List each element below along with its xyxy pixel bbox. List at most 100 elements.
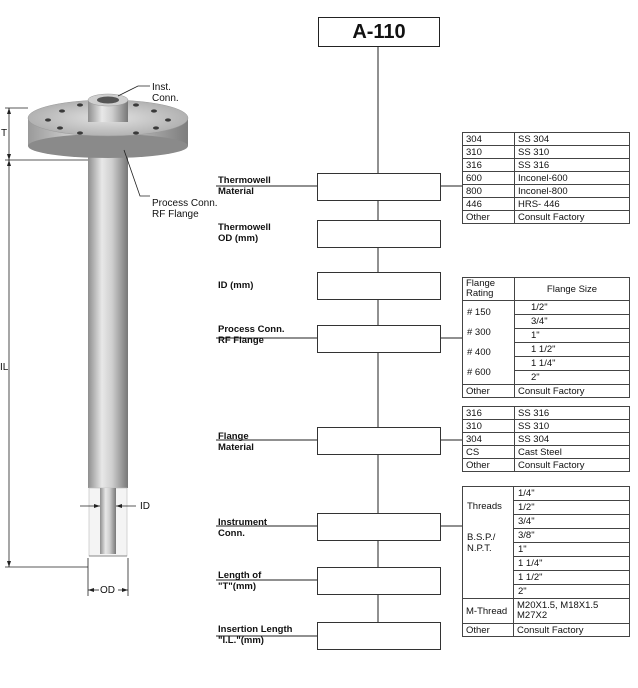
fm-code: 304: [462, 432, 515, 446]
tm-code: Other: [462, 210, 515, 224]
inst-conn-label: Inst. Conn.: [152, 82, 179, 104]
code-box-id: [317, 272, 441, 300]
thread-size: 2": [518, 586, 527, 597]
fm-desc: SS 316: [514, 406, 630, 420]
tm-code: 316: [462, 158, 515, 172]
dim-il-label: IL: [0, 362, 9, 373]
flange-other-row: Other Consult Factory: [462, 384, 630, 398]
flange-rating: # 150: [467, 307, 491, 318]
threads-row: Threads B.S.P./ N.P.T. 1/4"1/2"3/4"3/8"1…: [462, 486, 630, 599]
flange-rating: # 400: [467, 347, 491, 358]
label-id: ID (mm): [218, 280, 254, 291]
mthread-row: M-Thread M20X1.5, M18X1.5 M27X2: [462, 598, 630, 624]
flange-body-row: # 150# 300# 400# 600 1/2"3/4"1"1 1/2"1 1…: [462, 300, 630, 385]
thread-sizes-cell: 1/4"1/2"3/4"3/8"1"1 1/4"1 1/2"2": [513, 486, 630, 599]
flange-size-table: Flange Rating Flange Size # 150# 300# 40…: [462, 277, 630, 398]
flange-other-code: Other: [462, 384, 515, 398]
tm-desc: SS 304: [514, 132, 630, 146]
instrument-conn-table: Threads B.S.P./ N.P.T. 1/4"1/2"3/4"3/8"1…: [462, 486, 630, 637]
flange-size: 1 1/4": [515, 357, 629, 371]
flange-size: 3/4": [515, 315, 629, 329]
fm-desc: SS 310: [514, 419, 630, 433]
process-conn-label: Process Conn. RF Flange: [152, 198, 218, 220]
fm-code: CS: [462, 445, 515, 459]
thread-size: 1/2": [514, 501, 629, 515]
flange-other-desc: Consult Factory: [514, 384, 630, 398]
thread-size: 1 1/4": [514, 557, 629, 571]
threads-cell: Threads B.S.P./ N.P.T.: [462, 486, 514, 599]
code-box-flange-material: [317, 427, 441, 455]
flange-sizes-cell: 1/2"3/4"1"1 1/2"1 1/4"2": [514, 300, 630, 385]
flange-size: 1 1/2": [515, 343, 629, 357]
tm-desc: HRS- 446: [514, 197, 630, 211]
label-flange-material: Flange Material: [218, 431, 254, 453]
label-length-t: Length of "T"(mm): [218, 570, 262, 592]
code-box-thermowell-material: [317, 173, 441, 201]
thermowell-stem: [88, 140, 128, 488]
fm-desc: Consult Factory: [514, 458, 630, 472]
flange-header-row: Flange Rating Flange Size: [462, 277, 630, 301]
label-instrument-conn: Instrument Conn.: [218, 517, 268, 539]
tm-code: 304: [462, 132, 515, 146]
label-insertion-length: Insertion Length "I.L."(mm): [218, 624, 293, 646]
tm-desc: Consult Factory: [514, 210, 630, 224]
code-box-insertion-length: [317, 622, 441, 650]
dim-t-label: T: [1, 128, 8, 139]
fm-code: 310: [462, 419, 515, 433]
flange-size-header: Flange Size: [514, 277, 630, 301]
tm-code: 446: [462, 197, 515, 211]
fm-desc: Cast Steel: [514, 445, 630, 459]
code-box-thermowell-od: [317, 220, 441, 248]
label-thermowell-od: Thermowell OD (mm): [218, 222, 271, 244]
flange-ratings-cell: # 150# 300# 400# 600: [462, 300, 515, 385]
tm-code: 600: [462, 171, 515, 185]
fm-code: 316: [462, 406, 515, 420]
flange-rating: # 600: [467, 367, 491, 378]
tm-code: 800: [462, 184, 515, 198]
thread-size: 1 1/2": [514, 571, 629, 585]
mthread-code: M-Thread: [462, 598, 514, 624]
tm-code: 310: [462, 145, 515, 159]
fm-desc: SS 304: [514, 432, 630, 446]
instrument-other-row: Other Consult Factory: [462, 623, 630, 637]
code-box-instrument-conn: [317, 513, 441, 541]
flange-size: 2": [531, 372, 540, 383]
threads-label: Threads: [467, 501, 502, 512]
dim-id-label: ID: [140, 501, 150, 512]
code-box-length-t: [317, 567, 441, 595]
mthread-desc: M20X1.5, M18X1.5 M27X2: [513, 598, 630, 624]
instrument-other-code: Other: [462, 623, 514, 637]
model-title: A-110: [318, 17, 440, 47]
thread-size: 3/8": [514, 529, 629, 543]
tm-desc: Inconel-600: [514, 171, 630, 185]
thread-size: 1": [514, 543, 629, 557]
fm-code: Other: [462, 458, 515, 472]
thread-size: 3/4": [514, 515, 629, 529]
bsp-label: B.S.P./ N.P.T.: [467, 532, 496, 554]
bore: [100, 488, 116, 554]
flange-rating-header: Flange Rating: [462, 277, 515, 301]
flange-hub: [88, 100, 128, 122]
tm-desc: SS 316: [514, 158, 630, 172]
thread-size: 1/4": [514, 487, 629, 501]
flange-size: 1": [515, 329, 629, 343]
instrument-other-desc: Consult Factory: [513, 623, 630, 637]
label-thermowell-material: Thermowell Material: [218, 175, 271, 197]
code-box-process-conn: [317, 325, 441, 353]
flange-size: 1/2": [515, 301, 629, 315]
label-process-conn: Process Conn. RF Flange: [218, 324, 285, 346]
